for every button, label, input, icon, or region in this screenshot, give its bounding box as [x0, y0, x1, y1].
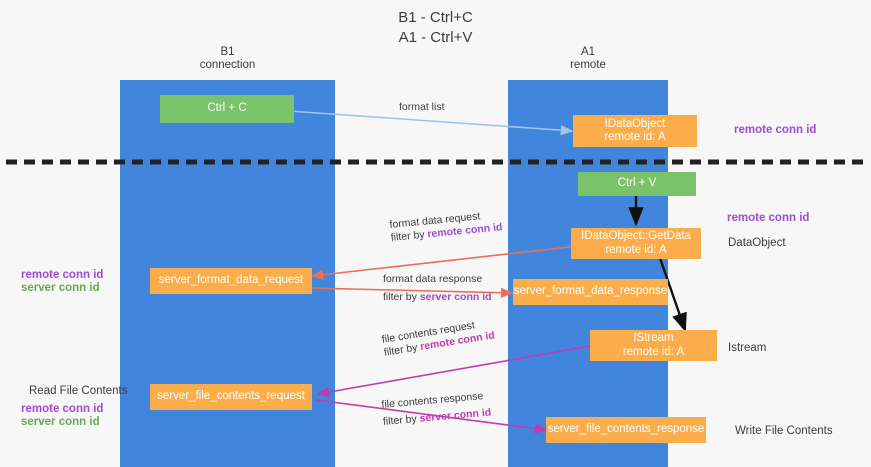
node-ctrl-c-label: Ctrl + C [207, 102, 247, 115]
column-header-a1-name: A1 [580, 46, 596, 58]
side-label-read-file-contents: Read File Contents [29, 385, 128, 397]
node-ctrl-c[interactable]: Ctrl + C [160, 95, 294, 123]
node-idataobject-sub: remote id: A [604, 131, 666, 143]
edge-label-format-data-response-line1: format data response [383, 273, 483, 285]
node-ctrl-v-label: Ctrl + V [617, 177, 657, 190]
edge-label-fdresp-emph: server conn id [419, 291, 492, 303]
node-idataobject-getdata-sub: remote id: A [605, 243, 667, 256]
side-label-left-server-conn-id-2: server conn id [21, 416, 100, 428]
edge-label-format-list-line1: format list [399, 101, 445, 113]
side-label-left-remote-conn-id: remote conn id [21, 269, 104, 281]
node-idataobject-getdata-label: IDataObject::GetData [581, 230, 691, 242]
side-label-dataobject: DataObject [728, 237, 786, 249]
page-title: B1 - Ctrl+C A1 - Ctrl+V [0, 8, 871, 48]
node-server-format-data-response-label: server_format_data_response [513, 285, 668, 298]
edge-label-format-data-request: format data request filter by remote con… [389, 208, 503, 245]
edge-label-format-data-response-line2: filter by server conn id [383, 291, 492, 304]
side-label-left-remote-conn-id-2: remote conn id [21, 403, 104, 415]
node-server-format-data-request[interactable]: server_format_data_request [150, 268, 312, 294]
column-header-b1-name: B1 [220, 46, 235, 58]
title-line-2: A1 - Ctrl+V [398, 29, 473, 46]
node-server-file-contents-response-label: server_file_contents_response [547, 423, 705, 436]
side-label-left-server-conn-id: server conn id [21, 282, 100, 294]
column-header-a1-role: remote [570, 59, 606, 71]
side-label-remote-conn-id-mid: remote conn id [727, 212, 810, 224]
node-server-file-contents-response[interactable]: server_file_contents_response [546, 417, 706, 443]
node-istream[interactable]: IStream remote id: A [590, 330, 717, 361]
node-idataobject-label: IDataObject [604, 117, 666, 130]
side-label-remote-conn-id-top: remote conn id [734, 124, 817, 136]
node-server-format-data-request-label: server_format_data_request [158, 274, 304, 287]
node-server-format-data-response[interactable]: server_format_data_response [513, 279, 668, 305]
side-label-write-file-contents: Write File Contents [735, 425, 833, 437]
node-istream-sub: remote id: A [622, 345, 685, 358]
edge-label-fdresp-prefix: filter by [383, 291, 420, 303]
node-idataobject-getdata[interactable]: IDataObject::GetData remote id: A [571, 228, 701, 259]
side-label-istream: Istream [728, 342, 767, 354]
node-ctrl-v[interactable]: Ctrl + V [578, 172, 696, 196]
edge-label-format-list: format list [399, 101, 445, 114]
title-line-1: B1 - Ctrl+C [398, 9, 473, 26]
column-header-a1: A1 remote [513, 46, 663, 72]
node-istream-label: IStream [633, 332, 674, 344]
edge-label-fdreq-prefix: filter by [390, 228, 428, 244]
edge-label-fcresp-prefix: filter by [382, 412, 421, 428]
edge-label-file-contents-request: file contents request filter by remote c… [381, 316, 496, 359]
column-header-b1: B1 connection [125, 46, 330, 72]
edge-label-format-data-response: format data response filter by server co… [383, 273, 492, 304]
column-header-b1-role: connection [199, 59, 256, 71]
node-server-file-contents-request[interactable]: server_file_contents_request [150, 384, 312, 410]
edge-label-fcresp-emph: server conn id [419, 406, 492, 425]
edge-label-file-contents-response: file contents response filter by server … [381, 390, 492, 429]
node-idataobject[interactable]: IDataObject remote id: A [573, 115, 697, 147]
node-server-file-contents-request-label: server_file_contents_request [157, 390, 305, 403]
